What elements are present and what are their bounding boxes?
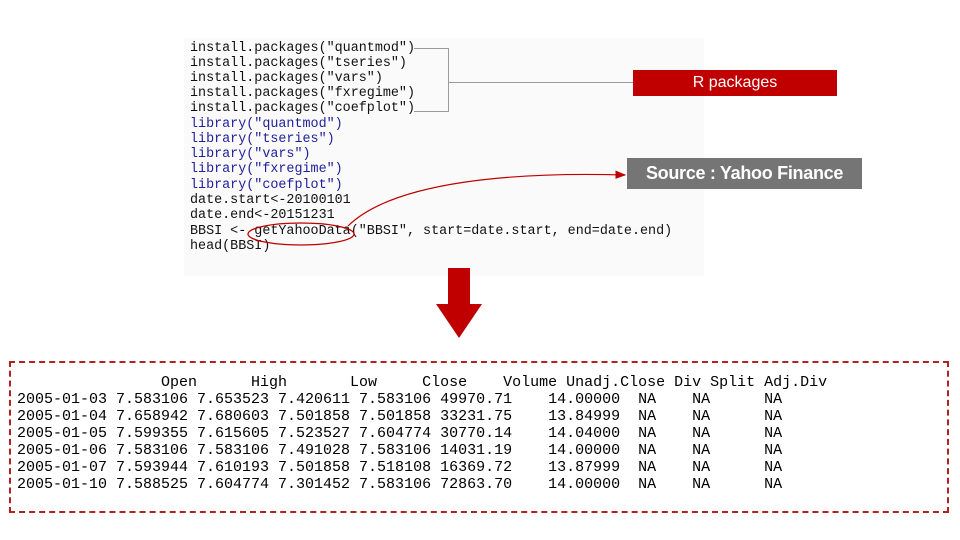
code-line: head(BBSI) <box>190 239 271 254</box>
code-line: library("coefplot") <box>190 178 343 193</box>
output-row: 2005-01-05 7.599355 7.615605 7.523527 7.… <box>17 425 783 442</box>
output-header-row: Open High Low Close Volume Unadj.Close D… <box>17 374 828 391</box>
code-line: library("fxregime") <box>190 162 343 177</box>
code-line: install.packages("fxregime") <box>190 86 415 101</box>
code-line: library("tseries") <box>190 132 335 147</box>
code-line: date.end<-20151231 <box>190 208 335 223</box>
output-row: 2005-01-10 7.588525 7.604774 7.301452 7.… <box>17 476 783 493</box>
source-label: Source : Yahoo Finance <box>627 158 862 189</box>
code-line: BBSI <- getYahooData("BBSI", start=date.… <box>190 224 673 239</box>
output-row: 2005-01-04 7.658942 7.680603 7.501858 7.… <box>17 408 783 425</box>
down-arrow-icon <box>436 268 482 338</box>
function-highlight-ellipse <box>247 222 355 246</box>
output-row: 2005-01-07 7.593944 7.610193 7.501858 7.… <box>17 459 783 476</box>
bracket-connector-line <box>448 82 634 83</box>
code-line: install.packages("coefplot") <box>190 101 415 116</box>
code-line: install.packages("tseries") <box>190 56 407 71</box>
output-row: 2005-01-06 7.583106 7.583106 7.491028 7.… <box>17 442 783 459</box>
code-line: library("vars") <box>190 147 311 162</box>
code-line: install.packages("vars") <box>190 71 383 86</box>
console-output: Open High Low Close Volume Unadj.Close D… <box>9 361 949 513</box>
code-line: date.start<-20100101 <box>190 193 351 208</box>
r-packages-label: R packages <box>633 70 837 96</box>
code-editor: install.packages("quantmod") install.pac… <box>184 38 704 276</box>
code-line: install.packages("quantmod") <box>190 41 415 56</box>
package-bracket <box>414 48 449 112</box>
source-callout-arrow <box>347 170 627 227</box>
code-line: library("quantmod") <box>190 117 343 132</box>
output-row: 2005-01-03 7.583106 7.653523 7.420611 7.… <box>17 391 783 408</box>
